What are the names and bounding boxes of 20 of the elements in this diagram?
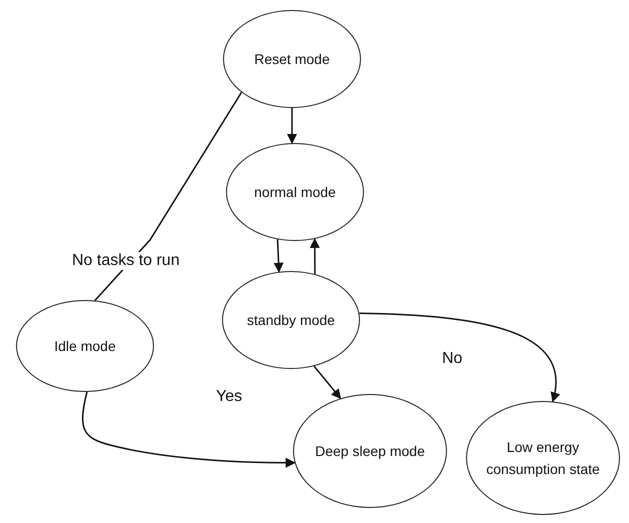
state-ellipse: [466, 401, 620, 515]
state-name: Low energy consumption state: [485, 438, 601, 479]
state-name: Reset mode: [254, 50, 330, 69]
arrow: [274, 239, 284, 273]
arrow: [310, 238, 320, 274]
arrow: [359, 312, 560, 402]
state-name: standby mode: [247, 310, 335, 330]
state-name: normal mode: [254, 182, 336, 202]
state-ellipse: [222, 271, 360, 369]
state-name: Idle mode: [54, 336, 116, 356]
state-ellipse: [226, 143, 364, 241]
state-ellipse: [293, 394, 447, 508]
edge-label: No tasks to run: [70, 252, 182, 270]
arrow: [314, 366, 342, 400]
arrow: [82, 392, 296, 468]
connector-line: [94, 92, 242, 301]
state-ellipse: [223, 10, 361, 108]
state-name: Deep sleep mode: [315, 442, 425, 461]
state-ellipse: [16, 300, 154, 392]
arrow: [287, 108, 297, 144]
